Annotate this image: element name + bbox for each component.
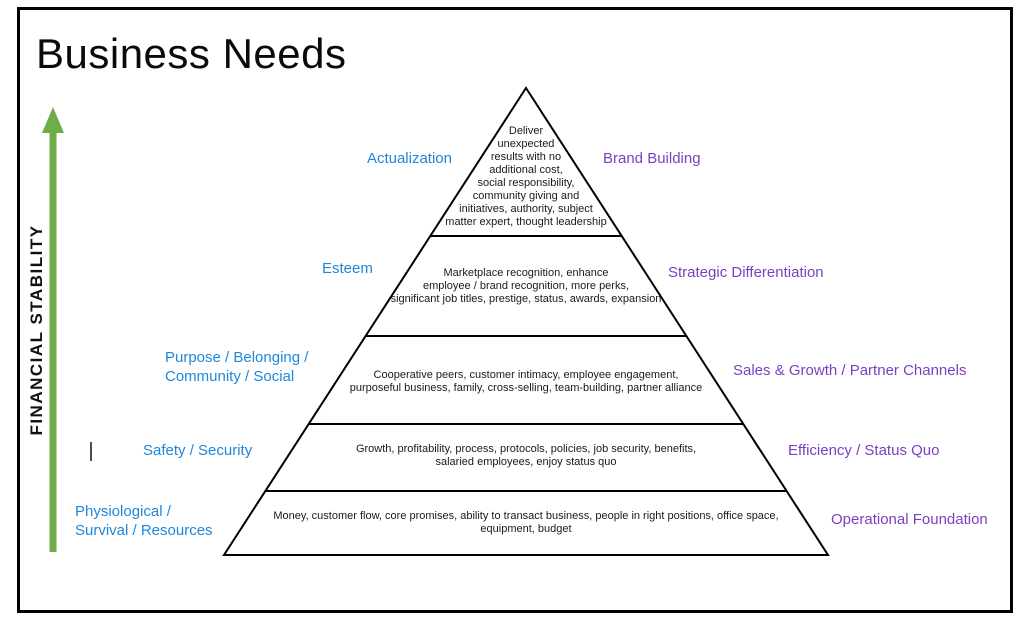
level-5-content: Money, customer flow, core promises, abi… — [273, 510, 779, 535]
page-title: Business Needs — [36, 30, 347, 77]
right-label-brand-building: Brand Building — [603, 150, 701, 167]
right-label-efficiency-status-quo: Efficiency / Status Quo — [788, 442, 940, 459]
left-label-esteem: Esteem — [322, 260, 373, 277]
left-label-actualization: Actualization — [366, 150, 452, 167]
level-4-content: Growth, profitability, process, protocol… — [355, 443, 697, 468]
right-label-sales-growth: Sales & Growth / Partner Channels — [733, 362, 967, 379]
up-arrow-icon — [42, 107, 64, 552]
left-label-physiological: Physiological / Survival / Resources — [75, 503, 213, 539]
slide-border — [17, 7, 1013, 613]
left-label-safety-security: Safety / Security — [143, 442, 253, 459]
left-label-purpose-belonging: Purpose / Belonging / Community / Social — [165, 349, 309, 385]
right-label-operational-foundation: Operational Foundation — [831, 511, 988, 528]
stray-cursor-mark — [90, 442, 92, 461]
financial-stability-axis-label: FINANCIAL STABILITY — [27, 224, 46, 436]
right-label-strategic-differentiation: Strategic Differentiation — [668, 264, 824, 281]
level-2-content: Marketplace recognition, enhance employe… — [390, 267, 662, 305]
level-3-content: Cooperative peers, customer intimacy, em… — [349, 369, 703, 394]
pyramid-outline — [222, 86, 830, 556]
level-1-content: Deliver unexpected results with no addit… — [445, 125, 607, 228]
